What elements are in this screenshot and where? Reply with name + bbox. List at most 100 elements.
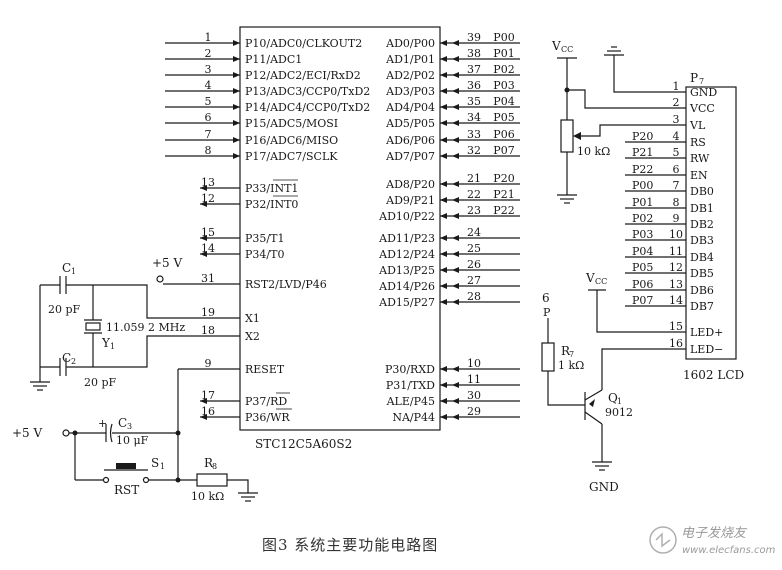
mcu-right-pin-label: AD11/P23 [378,232,435,245]
lcd-pin-number: 12 [669,261,683,274]
mcu-left-pin-number: 31 [201,272,215,285]
c1-value: 20 pF [48,303,81,316]
mcu-left-pin: 31 RST2/LVD/P46 [201,272,327,291]
lcd-pin-label: VL [689,119,706,132]
lcd-pin-number: 8 [673,196,680,209]
vcc-main-sub: CC [561,45,573,54]
c2-to-x2-wire [66,335,240,368]
lcd-net-label: P02 [632,212,653,225]
mcu-right-pin-label: AD3/P03 [385,85,435,98]
lcd-pin-number: 2 [673,96,680,109]
p6-label: 6 [542,291,550,305]
pot-wiper-arrow [573,132,581,140]
mcu-left-pin-number: 2 [205,47,212,60]
vcc-main-label: V [551,39,561,53]
figure-caption: 图3 系统主要功能电路图 [262,536,438,554]
lcd-net-label: P06 [632,278,653,291]
r7-ref-sub: 7 [569,350,574,359]
mcu-left-pin: 13 P33/INT1 [200,176,298,195]
watermark-text: 电子发烧友 [681,526,748,541]
mcu-right-pin-label: AD6/P06 [385,134,435,147]
mcu-right-pin-number: 29 [467,405,481,418]
mcu-right-pin-label: AD13/P25 [378,264,435,277]
s1-ref: S [151,456,159,470]
y1-value: 11.059 2 MHz [106,321,185,334]
lcd-gnd-ground-icon [604,46,624,56]
c3-plus-sign: + [98,417,107,430]
lcd-ref: P [690,71,698,85]
lcd-pin-number: 1 [673,80,680,93]
mcu-right-pin-number: 34 [467,111,481,124]
mcu-left-pin-label: P37/RD [245,395,287,408]
mcu-net-label: P02 [493,63,514,76]
mcu-left-pin-number: 13 [201,176,215,189]
watermark-url: www.elecfans.com [682,545,776,556]
y1-ref: Y [101,336,111,350]
mcu-right-pin-number: 35 [467,95,481,108]
s1-pushbutton-icon[interactable] [102,463,150,484]
vcc-to-lcd-wire [567,89,686,109]
r7-value: 1 kΩ [558,359,584,372]
r7-to-base-wire [547,371,585,406]
mcu-right-pin-number: 37 [467,63,481,76]
lcd-pin-label: LED+ [690,326,723,339]
mcu-left-pin-number: 7 [205,128,212,141]
mcu-left-pin-number: 19 [201,306,215,319]
c3-plate-b [109,423,113,443]
mcu-net-label: P04 [493,95,514,108]
lcd-pin-label: DB4 [690,251,714,264]
pot-wiper-wire [578,124,686,137]
c2-value: 20 pF [84,376,117,389]
lcd-name: 1602 LCD [683,368,744,382]
c1-ref-sub: 1 [71,267,76,276]
q1-ground-icon [592,461,612,471]
lcd-net-label: P00 [632,179,653,192]
pot-ground-icon [557,194,577,204]
lcd-pin: 15 LED+ [669,320,723,339]
mcu-right-pin-number: 33 [467,128,481,141]
mcu-net-label: P07 [493,144,514,157]
lcd-pin-label: VCC [689,102,715,115]
lcd-pin-label: LED− [690,343,723,356]
mcu-right-pin-label: AD7/P07 [385,150,435,163]
c2-ref-sub: 2 [71,357,76,366]
mcu-left-pin-label: RST2/LVD/P46 [245,278,327,291]
mcu-left-pin-label: P33/INT1 [245,182,298,195]
lcd-pin-label: DB0 [690,185,714,198]
r7-ref: R [561,344,571,358]
c3-ref-sub: 3 [127,422,132,431]
mcu-left-pin-number: 4 [205,79,212,92]
lcd-pin-label: DB2 [690,218,714,231]
lcd-pin-number: 10 [669,228,683,241]
lcd-pin-number: 15 [669,320,683,333]
led-minus-wire [601,348,686,390]
mcu-right-pin-number: 23 [467,204,481,217]
mcu-net-label: P05 [493,111,514,124]
